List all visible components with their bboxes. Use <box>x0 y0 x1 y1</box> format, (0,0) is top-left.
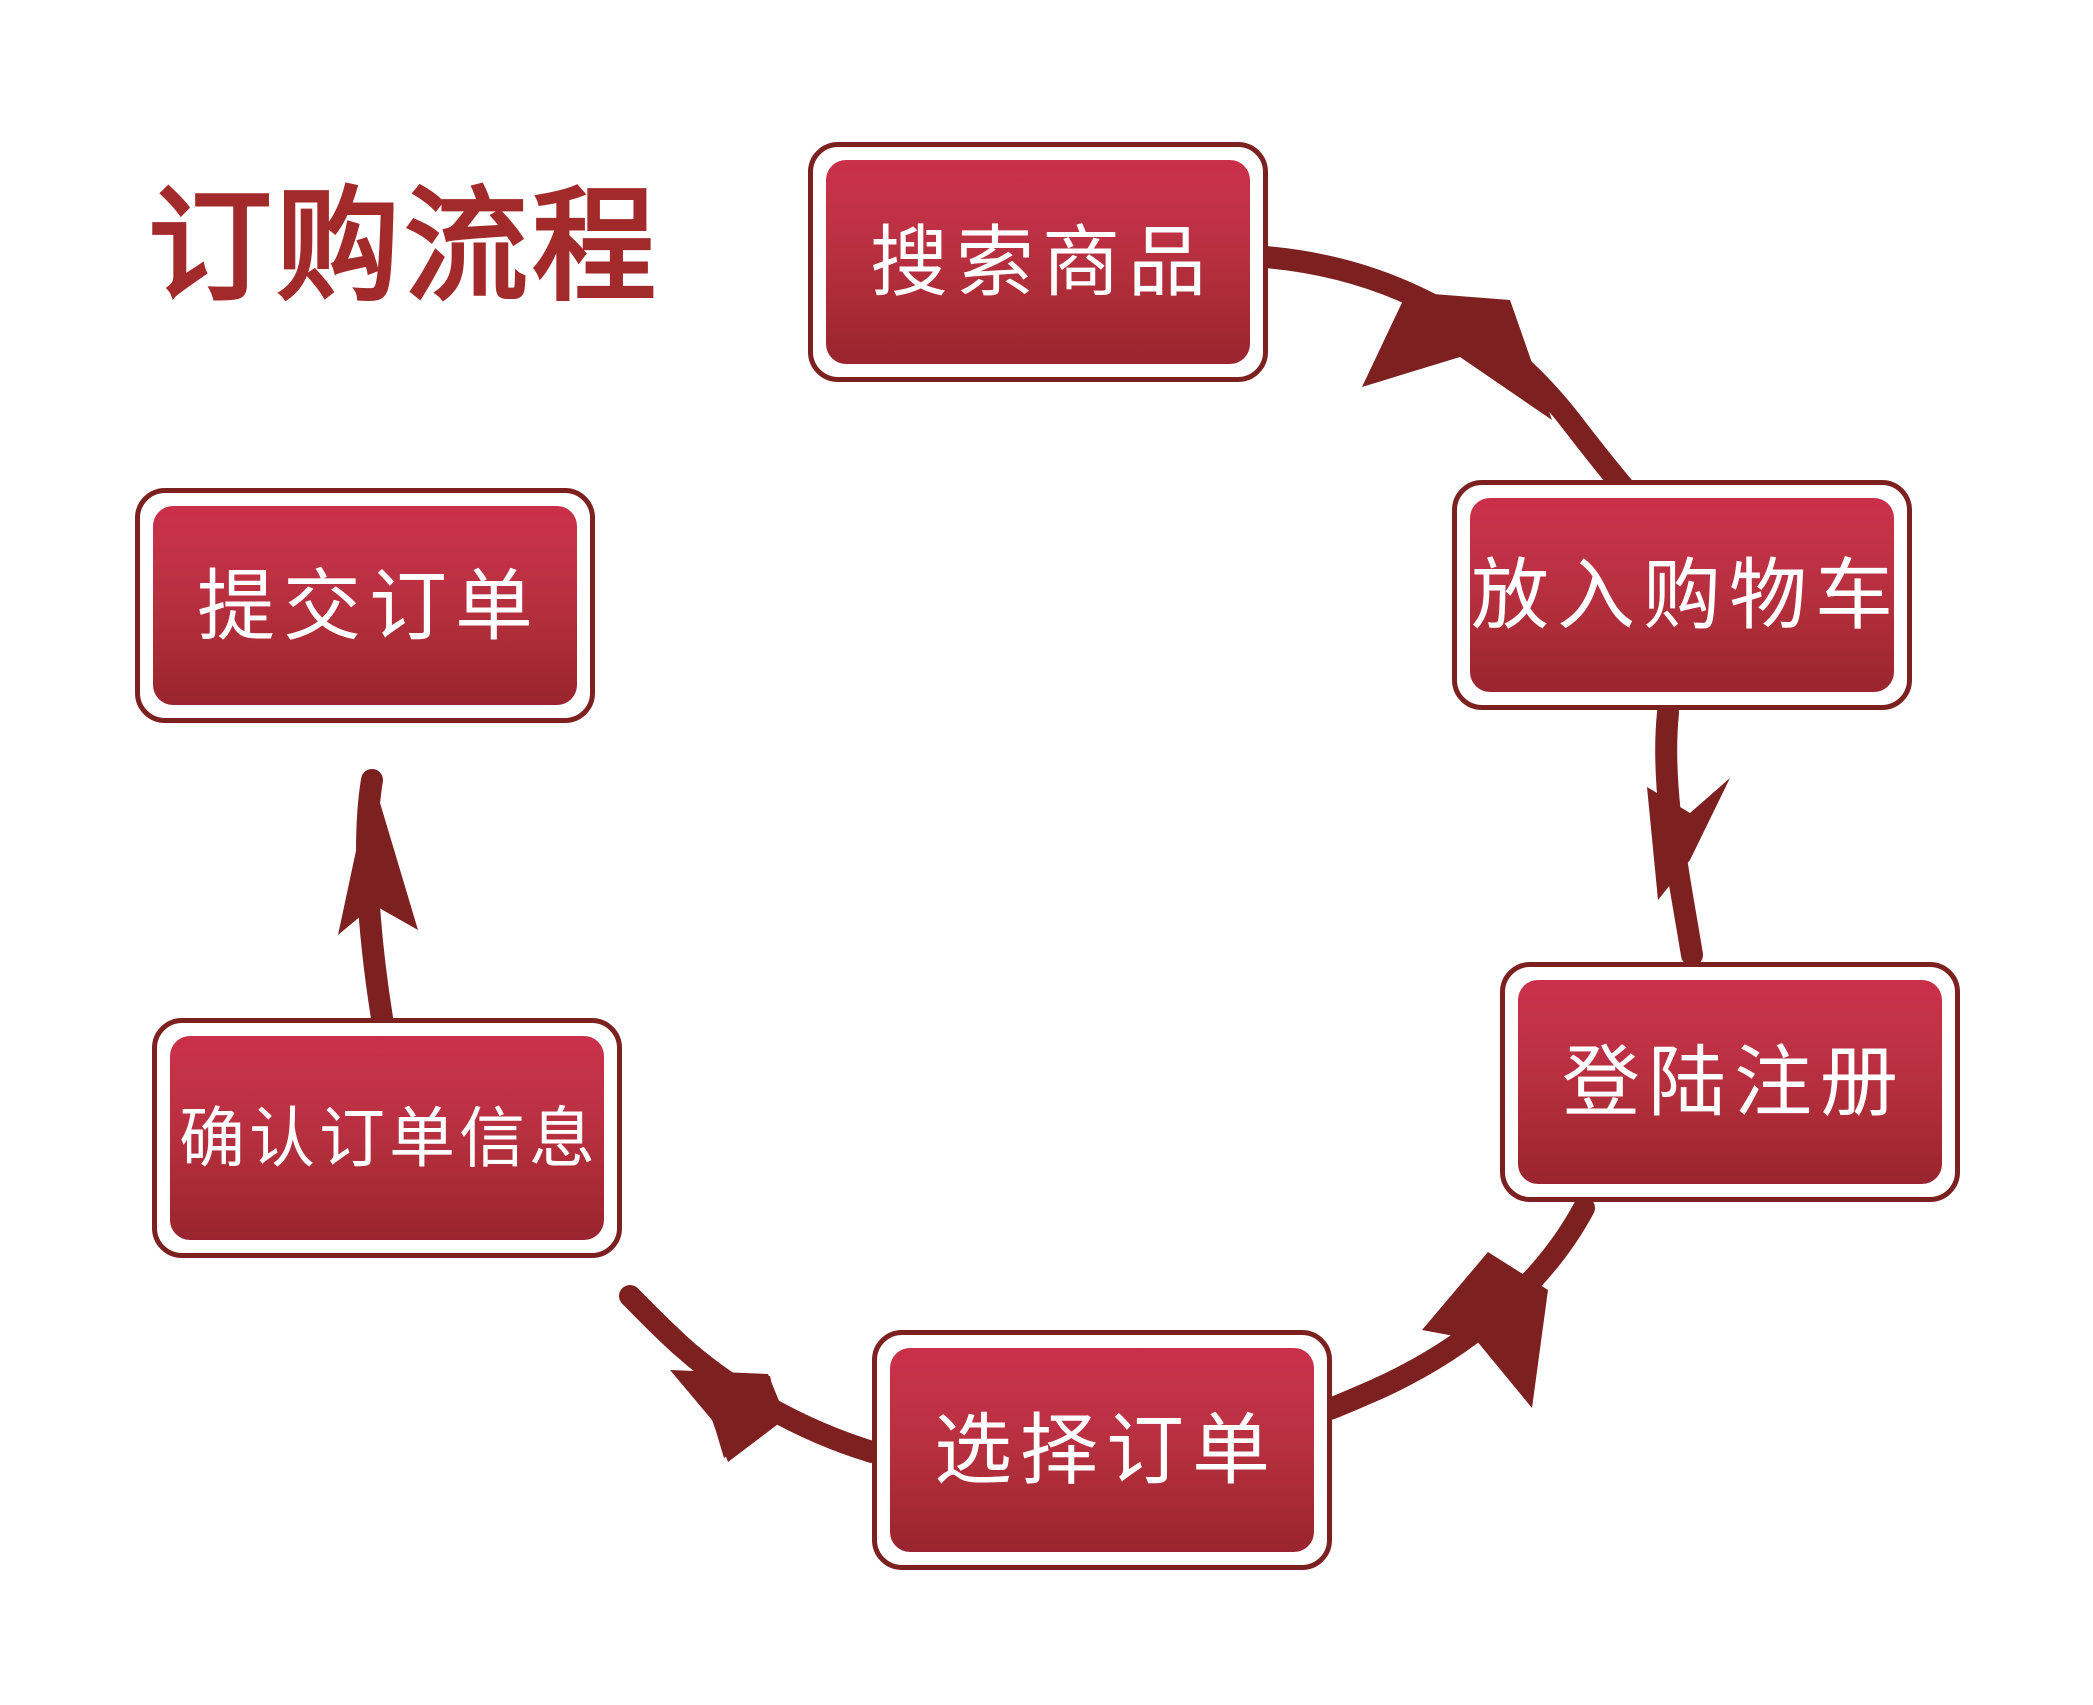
process-node-plate: 搜索商品 <box>826 160 1250 364</box>
process-node-plate: 确认订单信息 <box>170 1036 604 1240</box>
process-node-select-order[interactable]: 选择订单 <box>872 1330 1332 1570</box>
process-node-confirm-order-info[interactable]: 确认订单信息 <box>152 1018 622 1258</box>
process-node-plate: 放入购物车 <box>1470 498 1894 692</box>
connector-cart-to-login <box>1647 702 1730 966</box>
process-node-login[interactable]: 登陆注册 <box>1500 962 1960 1202</box>
process-node-label: 选择订单 <box>933 1406 1278 1494</box>
process-node-plate: 提交订单 <box>153 506 577 705</box>
process-node-label: 放入购物车 <box>1471 551 1894 639</box>
process-node-plate: 登陆注册 <box>1518 980 1942 1184</box>
process-node-label: 登陆注册 <box>1561 1038 1906 1126</box>
connector-login-to-select <box>1319 1197 1595 1420</box>
process-node-label: 搜索商品 <box>869 218 1214 306</box>
process-node-label: 提交订单 <box>196 561 541 650</box>
process-node-submit-order[interactable]: 提交订单 <box>135 488 595 723</box>
page-title: 订购流程 <box>148 178 661 316</box>
connector-select-to-confirm <box>619 1285 883 1463</box>
process-node-cart[interactable]: 放入购物车 <box>1452 480 1912 710</box>
process-node-search[interactable]: 搜索商品 <box>808 142 1268 382</box>
process-node-label: 确认订单信息 <box>179 1101 599 1175</box>
process-node-plate: 选择订单 <box>890 1348 1314 1552</box>
connector-confirm-to-submit <box>338 769 418 1029</box>
